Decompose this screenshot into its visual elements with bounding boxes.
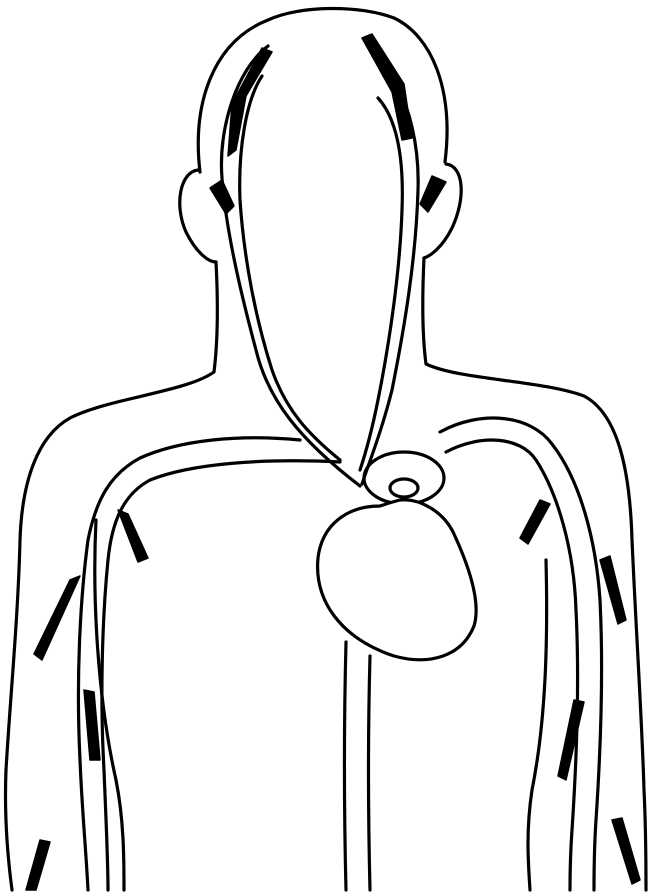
right-arm-vessels: [440, 418, 640, 890]
right-arm-branch-2: [600, 556, 626, 624]
left-shoulder-arm-outline: [5, 262, 217, 890]
head-vessels: [210, 34, 446, 486]
right-temple-branch: [420, 176, 446, 212]
aortic-arch-inner: [390, 479, 418, 497]
heart: [318, 500, 477, 660]
left-arm-branch-1: [118, 510, 148, 562]
right-jugular-inner: [360, 98, 402, 470]
left-jugular-inner: [240, 76, 340, 460]
right-subclavian-lower: [446, 440, 578, 890]
aortic-arch: [364, 452, 444, 504]
left-temple-branch: [210, 180, 234, 214]
left-subclavian-lower: [102, 461, 340, 890]
right-ear: [424, 164, 461, 258]
left-ear: [180, 170, 216, 262]
right-arm-branch-4: [612, 818, 640, 884]
right-torso-side: [528, 560, 547, 890]
left-torso-side: [95, 520, 124, 890]
right-jugular-outer: [362, 40, 418, 484]
left-subclavian-upper: [78, 438, 300, 890]
left-arm-vessels: [26, 438, 340, 890]
descending-aorta-right: [369, 656, 371, 890]
right-head-branch: [362, 34, 412, 140]
left-arm-branch-3: [84, 690, 100, 760]
descending-aorta-left: [345, 642, 347, 890]
left-arm-branch-2: [34, 576, 80, 660]
right-arm-branch-3: [558, 700, 584, 780]
descending-vessels: [345, 642, 371, 890]
left-arm-branch-4: [26, 840, 50, 890]
right-arm-branch-1: [520, 500, 550, 544]
